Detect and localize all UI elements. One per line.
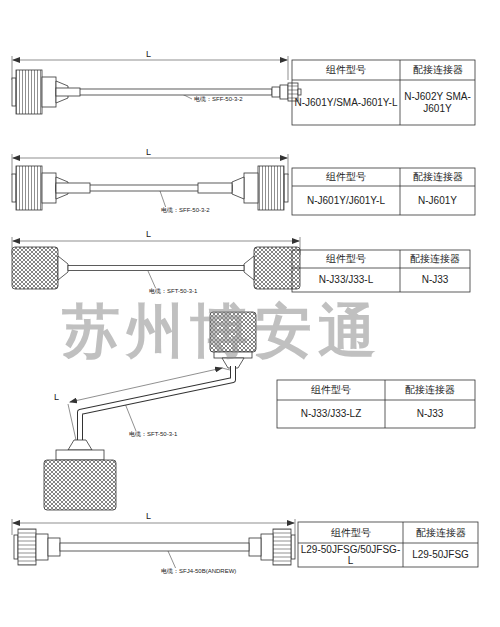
- connector-cell: N-J33: [402, 269, 468, 291]
- table-header: 组件型号: [279, 381, 383, 399]
- dimension-label: L: [146, 229, 151, 239]
- cable-label: 电缆：SFJ4-50B(ANDREW): [160, 568, 237, 575]
- connector-cell: N-J602Y SMA-J601Y: [402, 81, 473, 124]
- table-header: 配接连接器: [402, 251, 468, 267]
- table-header: 配接连接器: [405, 523, 476, 542]
- connector-cell: L29-50JFSG: [405, 544, 476, 566]
- dimension-label: L: [146, 49, 151, 59]
- cable-label: 电缆：SFT-50-3-1: [148, 288, 198, 295]
- cable-label: 电缆：SFT-50-3-1: [128, 431, 178, 438]
- model-cell: N-J33/J33-L: [294, 269, 398, 291]
- model-cell: N-J601Y/J601Y-L: [294, 187, 398, 214]
- model-cell: N-J33/J33-LZ: [279, 401, 383, 427]
- connector-cell: N-J33: [387, 401, 473, 427]
- table-header: 组件型号: [294, 251, 398, 267]
- dimension-label: L: [54, 392, 59, 402]
- cable-label: 电缆：SFF-50-3-2: [160, 207, 211, 214]
- table-header: 组件型号: [300, 523, 401, 542]
- watermark: 苏州博安通: [62, 298, 382, 365]
- dimension-label: L: [146, 147, 151, 157]
- cable-label: 电缆：SFF-50-3-2: [193, 96, 244, 103]
- table-header: 配接连接器: [387, 381, 473, 399]
- table-header: 组件型号: [294, 61, 398, 79]
- model-cell: N-J601Y/SMA-J601Y-L: [294, 81, 398, 124]
- model-cell: L29-50JFSG/50JFSG-L: [300, 544, 401, 566]
- table-header: 配接连接器: [402, 61, 473, 79]
- dimension-label: L: [146, 511, 151, 521]
- table-header: 组件型号: [294, 169, 398, 185]
- connector-cell: N-J601Y: [402, 187, 473, 214]
- table-header: 配接连接器: [402, 169, 473, 185]
